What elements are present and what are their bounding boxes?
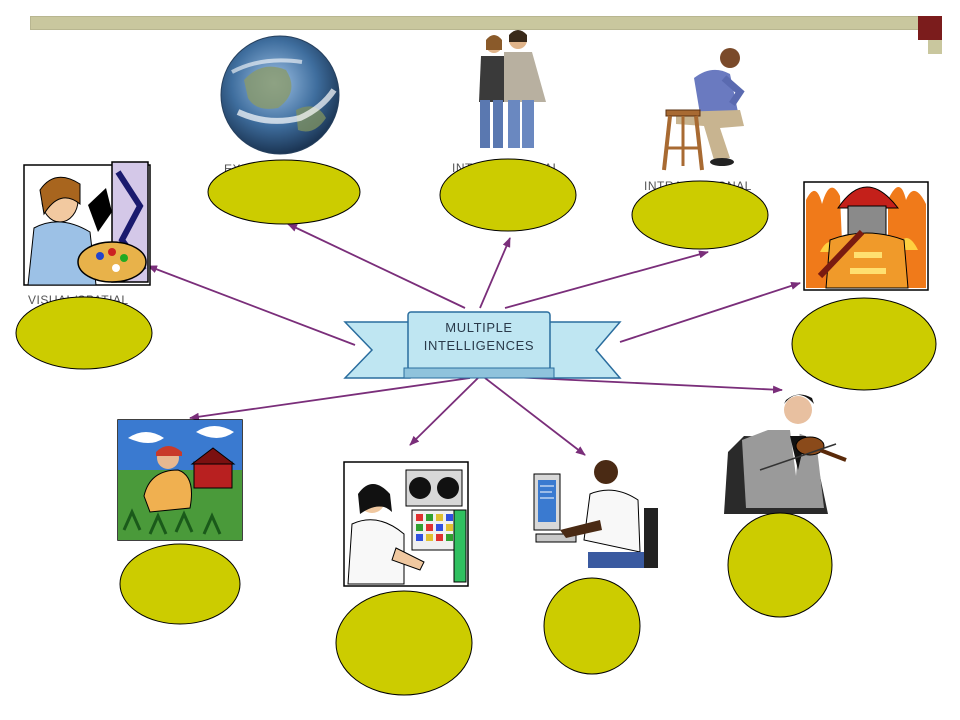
center-title-line1: MULTIPLE [445,320,512,335]
oval-musical [727,512,833,618]
oval-interpersonal [439,158,577,232]
oval-verbal [543,577,641,675]
arrow-to-verbal [484,377,586,456]
oval-bodily [791,297,937,391]
arrow-to-visual [147,265,356,346]
oval-naturalist [119,543,241,625]
arrow-to-naturalist [189,377,471,421]
oval-intrapersonal [631,180,769,250]
couple-standing-icon [479,30,546,148]
firefighter-icon [803,181,929,291]
artist-painting-icon [23,161,151,286]
oval-existential [207,159,361,225]
computer-operator-icon [343,461,469,587]
corner-accent-light [928,40,942,54]
oval-visual-spatial [15,296,153,370]
thinking-man-icon [662,48,745,171]
corner-accent-dark [918,16,942,40]
arrow-to-existential [287,223,466,309]
farmer-field-icon [117,419,243,541]
center-ribbon: MULTIPLE INTELLIGENCES [343,311,622,379]
center-title-line2: INTELLIGENCES [424,338,534,353]
arrow-to-logical [409,377,479,446]
arrow-to-bodily [619,282,801,343]
oval-logical [335,590,473,696]
arrow-to-interpersonal [479,237,511,309]
earth-globe-icon [220,35,340,155]
person-at-computer-icon [533,460,658,568]
arrow-to-intrapersonal [504,250,709,309]
violinist-icon [724,394,847,514]
connector-arrows [147,223,801,456]
